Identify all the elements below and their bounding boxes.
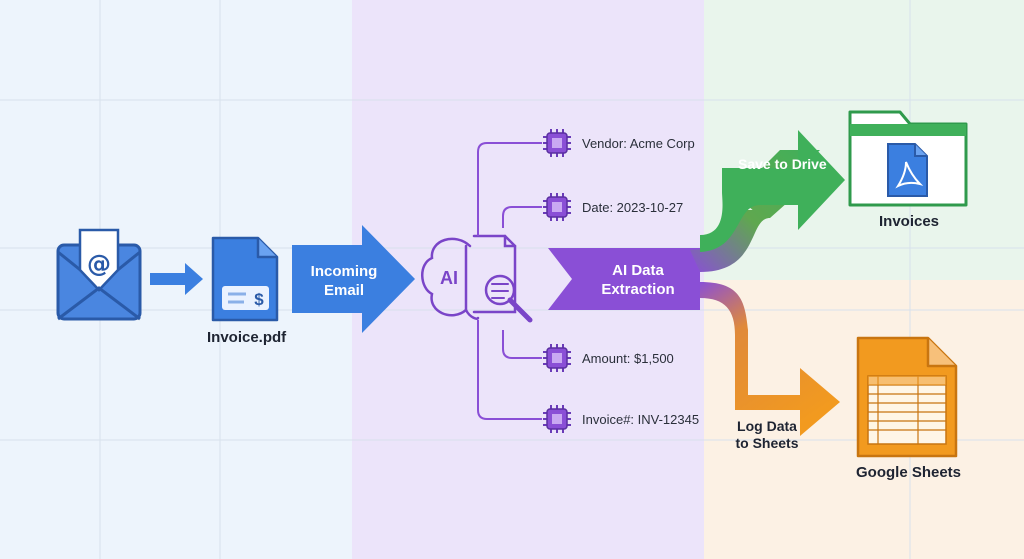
chip-icon bbox=[543, 129, 571, 157]
field-vendor: Vendor: Acme Corp bbox=[582, 136, 695, 151]
field-date: Date: 2023-10-27 bbox=[582, 200, 684, 215]
google-sheets-label: Google Sheets bbox=[856, 464, 962, 481]
chip-icon bbox=[543, 344, 571, 372]
chip-icon bbox=[543, 405, 571, 433]
log-to-sheets-line2: to Sheets bbox=[735, 435, 799, 451]
save-to-drive-arrow-head bbox=[700, 130, 845, 252]
ai-extraction-arrow bbox=[548, 248, 700, 310]
email-to-invoice-arrow bbox=[150, 263, 203, 295]
ai-extraction-line1: AI Data bbox=[612, 262, 664, 279]
google-sheets-icon bbox=[856, 336, 958, 458]
incoming-email-arrow bbox=[292, 225, 415, 333]
envelope-at-icon: @ bbox=[56, 228, 142, 321]
incoming-email-line1: Incoming bbox=[310, 263, 378, 280]
invoices-folder-label: Invoices bbox=[879, 213, 940, 230]
field-invoice-number: Invoice#: INV-12345 bbox=[582, 412, 700, 427]
chip-icons bbox=[543, 129, 571, 433]
chip-icon bbox=[543, 193, 571, 221]
incoming-email-line2: Email bbox=[323, 282, 365, 299]
drive-folder-pdf-icon bbox=[848, 110, 968, 207]
field-amount: Amount: $1,500 bbox=[582, 351, 674, 366]
svg-text:$: $ bbox=[254, 290, 264, 309]
field-connectors bbox=[477, 142, 542, 420]
ai-extraction-line2: Extraction bbox=[601, 281, 675, 298]
invoice-document-icon: $ bbox=[211, 236, 279, 322]
ai-extraction-label: AI Data Extraction bbox=[584, 261, 692, 299]
log-to-sheets-label: Log Data to Sheets bbox=[730, 418, 804, 452]
ai-icon-text: AI bbox=[440, 268, 458, 288]
invoice-pdf-label: Invoice.pdf bbox=[207, 329, 287, 346]
ai-brain-magnifier-icon bbox=[421, 234, 533, 323]
log-to-sheets-arrow bbox=[700, 282, 840, 436]
svg-text:@: @ bbox=[87, 250, 111, 278]
incoming-email-label: Incoming Email bbox=[298, 262, 390, 300]
log-to-sheets-line1: Log Data bbox=[737, 418, 797, 434]
save-to-drive-label: Save to Drive bbox=[738, 156, 827, 172]
